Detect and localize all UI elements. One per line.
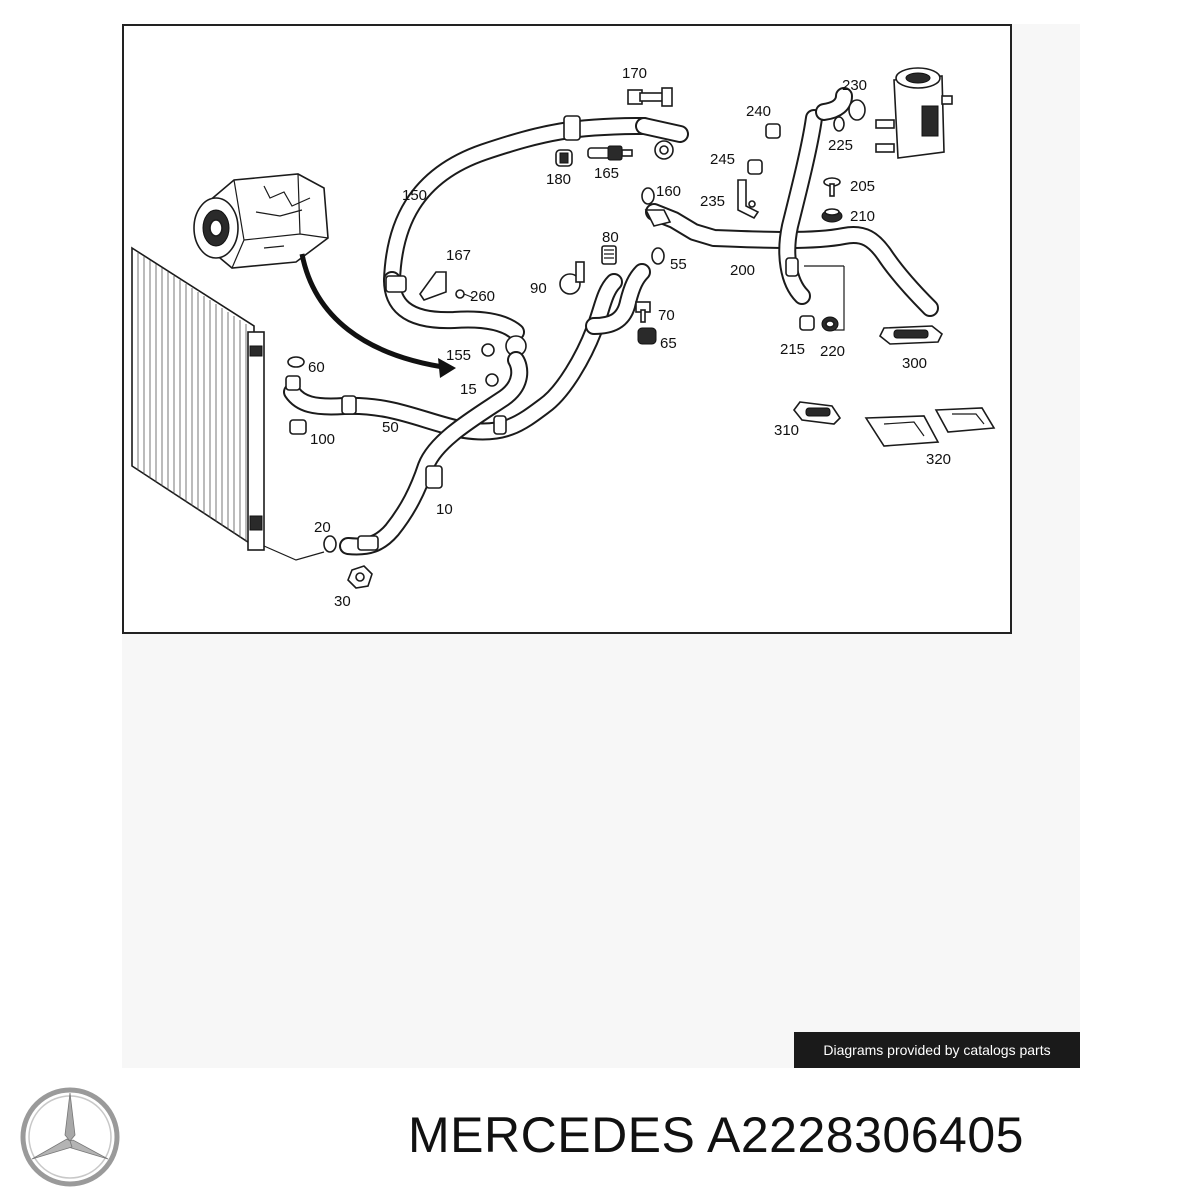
callout-10: 10: [436, 501, 453, 518]
hose-200: [645, 87, 939, 331]
nut-240-icon: [765, 123, 781, 139]
coupling-160-top-icon: [654, 140, 674, 160]
seal-300-icon: [878, 325, 944, 345]
o-ring-60-icon: [287, 356, 305, 368]
callout-60: 60: [308, 359, 325, 376]
callout-225: 225: [828, 137, 853, 154]
valve-70-icon: [635, 301, 651, 323]
mercedes-star-icon: [20, 1087, 120, 1187]
credit-banner: Diagrams provided by catalogs parts: [794, 1032, 1080, 1068]
o-ring-225-icon: [833, 116, 845, 132]
hose-150: [383, 115, 689, 357]
condenser-icon: [131, 246, 265, 551]
nut-245-icon: [747, 159, 763, 175]
callout-235: 235: [700, 193, 725, 210]
callout-167: 167: [446, 247, 471, 264]
compressor-icon: [193, 173, 329, 269]
callout-220: 220: [820, 343, 845, 360]
product-title: MERCEDES A2228306405: [408, 1106, 1024, 1164]
callout-65: 65: [660, 335, 677, 352]
callout-55: 55: [670, 256, 687, 273]
pipe-90-icon: [585, 263, 651, 335]
valve-165-icon: [587, 145, 633, 161]
credit-text: Diagrams provided by catalogs parts: [823, 1042, 1051, 1058]
hose-10: [339, 351, 529, 556]
o-ring-55-icon: [651, 247, 665, 265]
pipe-end-160-icon: [641, 187, 672, 227]
callout-300: 300: [902, 355, 927, 372]
cap-65-icon: [637, 327, 657, 345]
valve-80-icon: [601, 245, 617, 265]
callout-320: 320: [926, 451, 951, 468]
o-ring-220-icon: [821, 316, 839, 332]
bolt-170-icon: [627, 87, 673, 107]
callout-160: 160: [656, 183, 681, 200]
callout-215: 215: [780, 341, 805, 358]
callout-90: 90: [530, 280, 547, 297]
o-ring-20-icon: [323, 535, 337, 553]
callout-20: 20: [314, 519, 331, 536]
part-number: A2228306405: [707, 1107, 1024, 1163]
parts-diagram: 170 230 240 225 245 180 165 150 160 205 …: [122, 24, 1012, 634]
bracket-235-icon: [737, 179, 760, 220]
fitting-condenser-icon: [285, 375, 301, 391]
callout-155: 155: [446, 347, 471, 364]
callout-170: 170: [622, 65, 647, 82]
screw-205-icon: [823, 177, 841, 197]
callout-150: 150: [402, 187, 427, 204]
callout-240: 240: [746, 103, 771, 120]
callout-100: 100: [310, 431, 335, 448]
callout-30: 30: [334, 593, 351, 610]
fitting-90-icon: [559, 261, 585, 295]
connection-arrow: [299, 253, 451, 371]
plug-100-icon: [289, 419, 307, 435]
callout-200: 200: [730, 262, 755, 279]
callout-180: 180: [546, 171, 571, 188]
callout-210: 210: [850, 208, 875, 225]
gasket-320-icon: [864, 407, 996, 447]
callout-310: 310: [774, 422, 799, 439]
leader-line: [263, 545, 325, 561]
o-ring-155-icon: [481, 343, 495, 357]
callout-50: 50: [382, 419, 399, 436]
callout-205: 205: [850, 178, 875, 195]
bracket-167-icon: [419, 271, 475, 301]
callout-labels: 170 230 240 225 245 180 165 150 160 205 …: [308, 65, 951, 610]
grommet-210-icon: [821, 208, 843, 223]
seal-310-icon: [792, 401, 842, 425]
callout-70: 70: [658, 307, 675, 324]
expansion-valve-icon: [875, 67, 953, 159]
callout-245: 245: [710, 151, 735, 168]
callout-260: 260: [470, 288, 495, 305]
nut-30-icon: [347, 565, 373, 589]
nut-215-icon: [799, 315, 815, 331]
callout-80: 80: [602, 229, 619, 246]
callout-165: 165: [594, 165, 619, 182]
arrow-head-icon: [438, 358, 456, 378]
callout-15: 15: [460, 381, 477, 398]
o-ring-15-icon: [485, 373, 499, 387]
brand-name: MERCEDES: [408, 1107, 696, 1163]
o-ring-230-icon: [848, 99, 866, 121]
callout-230: 230: [842, 77, 867, 94]
valve-180-icon: [555, 149, 573, 167]
